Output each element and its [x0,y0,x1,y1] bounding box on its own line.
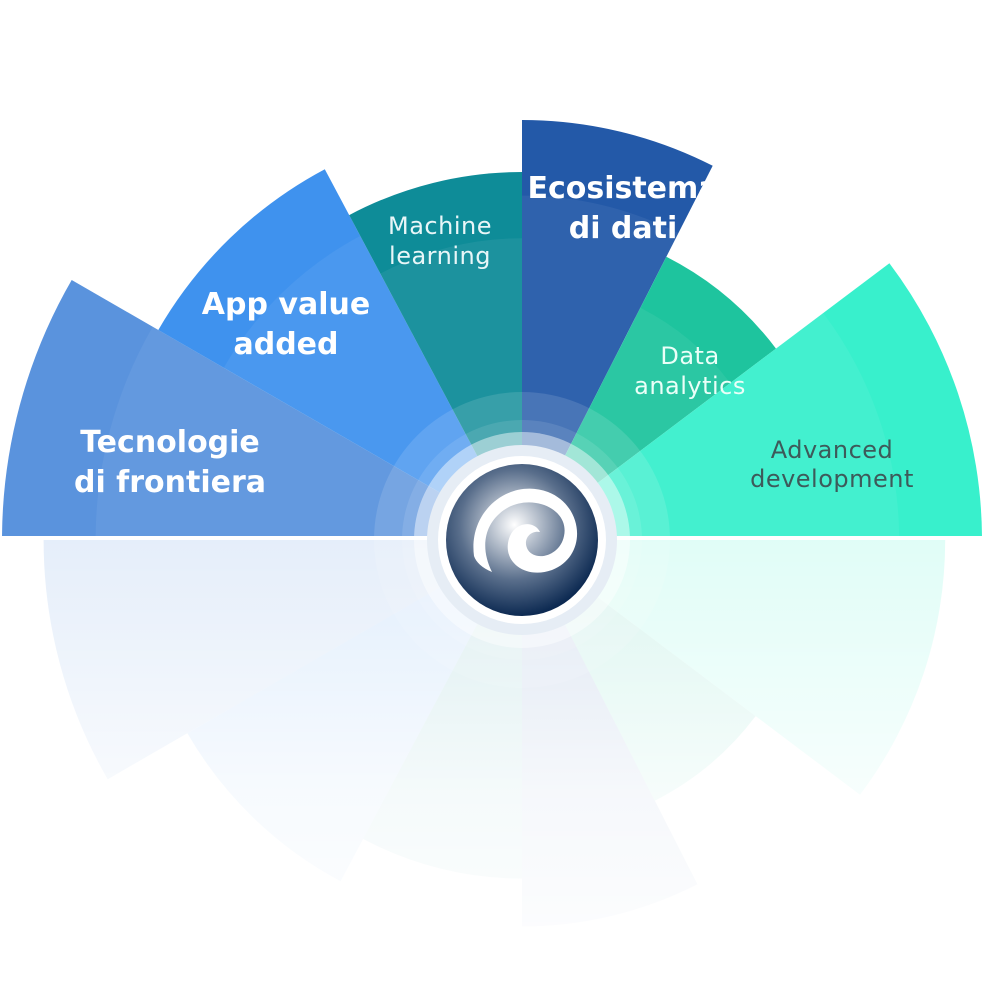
segment-data-analytics [524,256,776,536]
label-line-advanced-dev-1: development [750,465,914,493]
label-line-ecosistema-0: Ecosistema [527,171,718,206]
label-line-app-value-0: App value [202,287,370,322]
label-line-app-value-1: added [233,327,338,362]
labels-group: Tecnologie di frontiera App value added Mach… [74,171,914,500]
label-line-machine-learning-1: learning [389,242,491,270]
label-line-tecnologie-1: di frontiera [74,465,266,500]
spiral-logo-icon [446,464,598,616]
label-line-tecnologie-0: Tecnologie [80,425,260,460]
label-line-ecosistema-1: di dati [569,211,678,246]
label-line-machine-learning-0: Machine [388,212,492,240]
label-ecosistema: Ecosistema di dati [527,171,718,246]
segment-app-value [158,169,520,536]
segment-band-ecosistema [522,195,679,536]
center-hub [414,432,630,648]
label-line-advanced-dev-0: Advanced [771,436,894,464]
segment-band-advanced-dev [527,313,900,536]
segment-ecosistema [522,120,713,536]
segment-advanced-dev [527,263,982,536]
label-tecnologie: Tecnologie di frontiera [74,425,266,500]
label-line-data-analytics-1: analytics [634,372,746,400]
label-line-data-analytics-0: Data [660,342,719,370]
label-app-value: App value added [202,287,370,362]
segment-band-app-value [223,235,520,536]
segment-band-tecnologie [95,326,516,536]
segment-tecnologie [2,280,516,536]
segment-machine-learning [349,172,522,536]
